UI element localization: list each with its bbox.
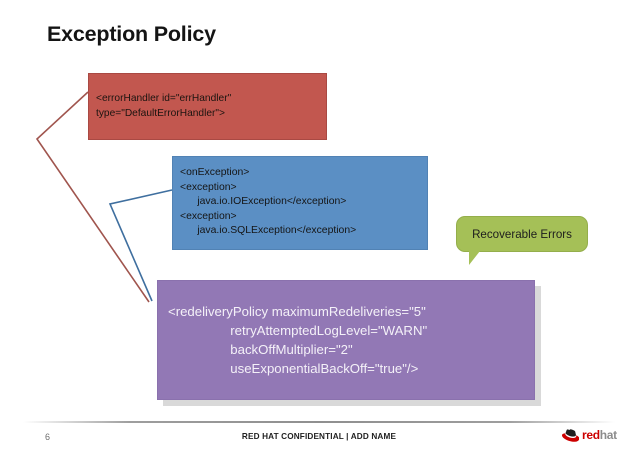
redhat-wordmark: redhat [582,429,617,441]
code-box-on-exception: <onException> <exception> java.io.IOExce… [172,156,428,250]
footer-divider [23,421,615,423]
code-box-error-handler: <errorHandler id="errHandler" type="Defa… [88,73,327,140]
footer-page-number: 6 [45,432,51,442]
callout-tail-icon [469,251,500,265]
callout-recoverable-errors: Recoverable Errors [456,216,588,252]
redhat-shadowman-icon [562,429,579,442]
footer-confidentiality-notice: RED HAT CONFIDENTIAL | ADD NAME [241,432,397,441]
page-title: Exception Policy [47,22,216,46]
redhat-logo: redhat [562,428,617,442]
code-box-redelivery-policy: <redeliveryPolicy maximumRedeliveries="5… [157,280,535,400]
wordmark-hat: hat [599,428,617,442]
wordmark-red: red [582,428,600,442]
